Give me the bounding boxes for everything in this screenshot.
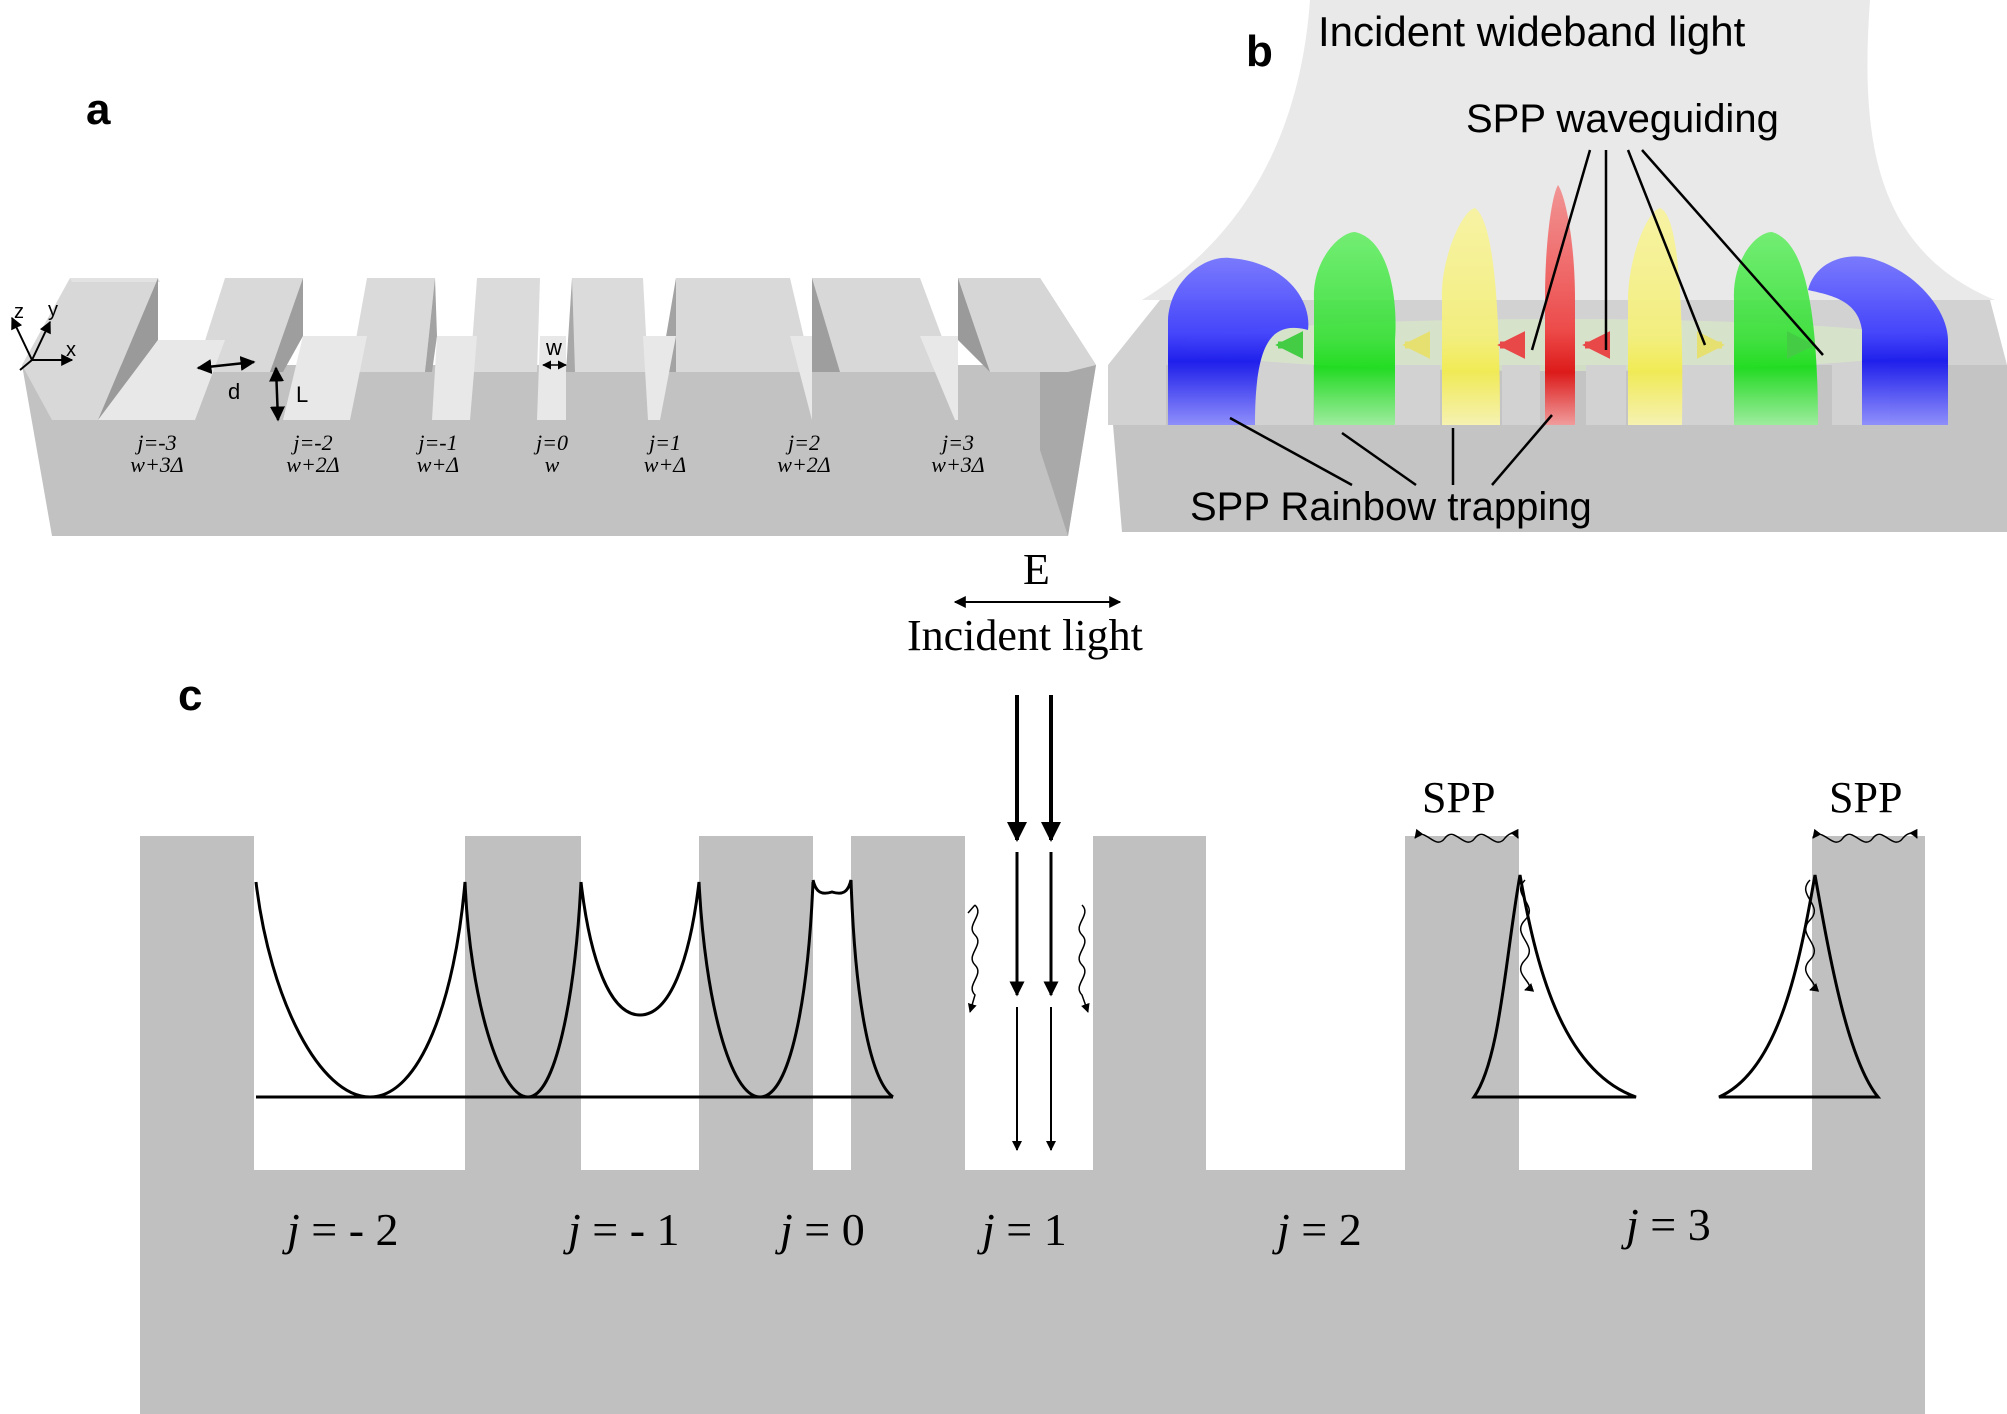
blue-lobe-right: [1808, 256, 1948, 425]
groove-label: j = - 2: [282, 1204, 399, 1255]
axis-x-label: x: [66, 339, 76, 361]
axis-z-label: z: [14, 301, 24, 323]
spp-label-right: SPP: [1829, 773, 1902, 822]
groove-label: j = 1: [977, 1204, 1067, 1255]
incident-light-beam: [1142, 0, 1995, 300]
ridges: [22, 278, 1096, 420]
groove-labels-a: j=-3 w+3Δ j=-2 w+2Δ j=-1 w+Δ j=0 w j=1 w…: [130, 430, 984, 477]
waveguiding-callouts: [1530, 149, 1824, 356]
spp-rainbow-trapping-label: SPP Rainbow trapping: [1190, 485, 1592, 529]
L-label: L: [296, 382, 308, 407]
teeth-b: [1108, 365, 1890, 425]
spp-label-left: SPP: [1422, 773, 1495, 822]
mode-profile-j-2: [254, 881, 583, 1099]
incident-wideband-label: Incident wideband light: [1318, 8, 1746, 55]
L-arrow: [269, 366, 285, 422]
blue-lobe-left: [1168, 257, 1309, 425]
green-lobe-right: [1733, 232, 1818, 425]
groove-labels-c: j = - 2 j = - 1 j = 0 j = 1 j = 2 j = 3: [282, 1199, 1711, 1255]
dimension-markers: [196, 355, 567, 422]
axis-triad: [11, 316, 74, 371]
trapping-callouts: [1229, 414, 1553, 487]
incident-arrows: [1007, 695, 1061, 1151]
grating-profile: [140, 836, 1925, 1414]
groove-w-label: w+2Δ: [777, 452, 830, 477]
spp-decay-profiles: [1471, 874, 1882, 1099]
incident-light-label: Incident light: [907, 611, 1143, 660]
mode-profiles: [254, 879, 894, 1099]
groove-j-label: j=-3: [134, 430, 176, 455]
groove-label: j = 0: [775, 1204, 865, 1255]
mode-profile-j0: [811, 879, 894, 1099]
panel-a: a: [11, 85, 1096, 536]
groove-label: j = 3: [1621, 1199, 1711, 1250]
mode-profile-j-1: [579, 881, 815, 1099]
spp-waveguiding-label: SPP waveguiding: [1466, 97, 1779, 141]
groove-w-label: w+3Δ: [130, 452, 183, 477]
e-field-label: E: [1023, 545, 1050, 594]
groove-w-label: w: [545, 452, 560, 477]
panel-a-label: a: [86, 85, 111, 134]
w-label: w: [545, 335, 562, 360]
groove-floors: [98, 336, 958, 420]
red-lobe: [1545, 185, 1575, 425]
groove-w-label: w+3Δ: [931, 452, 984, 477]
panel-c: c E Incident light SP: [140, 545, 1925, 1414]
groove-j-label: j=1: [646, 430, 681, 455]
spp-surface-waves: [1414, 828, 1918, 843]
groove-j-label: j=-2: [290, 430, 332, 455]
groove-j-label: j=2: [785, 430, 820, 455]
groove-j-label: j=-1: [415, 430, 457, 455]
spp-wavy-arrows: [1519, 879, 1820, 992]
panel-c-label: c: [178, 671, 202, 720]
d-arrow: [196, 355, 256, 375]
groove-j-label: j=3: [939, 430, 974, 455]
yellow-lobe-left: [1441, 208, 1500, 425]
groove-w-label: w+Δ: [417, 452, 459, 477]
groove-label: j = 2: [1272, 1204, 1362, 1255]
spp-lobes: [1168, 185, 1948, 425]
wavy-arrows: [967, 904, 1090, 1013]
d-label: d: [228, 379, 240, 404]
yellow-lobe-right: [1628, 208, 1683, 425]
groove-w-label: w+2Δ: [286, 452, 339, 477]
green-lobe-left: [1313, 232, 1396, 425]
panel-b-label: b: [1246, 27, 1273, 76]
panel-b: b: [1108, 0, 2007, 532]
groove-label: j = - 1: [563, 1204, 680, 1255]
axis-y-label: y: [48, 299, 58, 321]
groove-j-label: j=0: [533, 430, 568, 455]
groove-w-label: w+Δ: [644, 452, 686, 477]
